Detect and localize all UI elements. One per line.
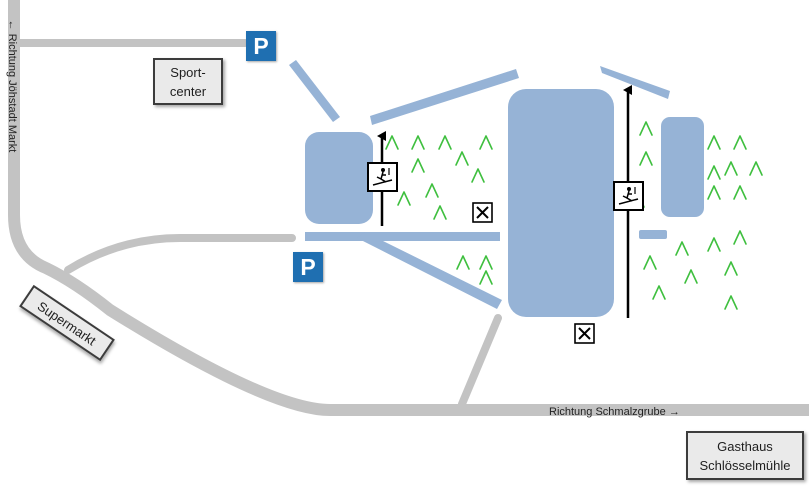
tree-icon bbox=[385, 135, 399, 150]
tree-icon bbox=[643, 255, 657, 270]
tree-icon bbox=[411, 158, 425, 173]
gasthaus-label-line1: Gasthaus bbox=[717, 438, 773, 454]
path-diagonal bbox=[357, 232, 502, 309]
tree-icon bbox=[639, 121, 653, 136]
path-horizontal bbox=[305, 232, 500, 241]
tree-icon bbox=[707, 237, 721, 252]
ski-lifts bbox=[367, 85, 644, 318]
tree-icon bbox=[724, 261, 738, 276]
trees bbox=[385, 121, 763, 310]
tree-icon bbox=[411, 135, 425, 150]
tree-icon bbox=[652, 285, 666, 300]
tree-icon bbox=[684, 269, 698, 284]
tree-icon bbox=[438, 135, 452, 150]
tree-icon bbox=[455, 151, 469, 166]
road-left-label: ← Richtung Jöhstadt Markt bbox=[6, 19, 18, 153]
tree-icon bbox=[433, 205, 447, 220]
tree-icon bbox=[479, 135, 493, 150]
tree-icon bbox=[639, 151, 653, 166]
tree-icon bbox=[675, 241, 689, 256]
tree-icon bbox=[707, 185, 721, 200]
sportcenter-label-line1: Sport- bbox=[170, 64, 206, 80]
tree-icon bbox=[707, 135, 721, 150]
tree-icon bbox=[425, 183, 439, 198]
road-bottom-label: Richtung Schmalzgrube → bbox=[549, 406, 680, 418]
road-connector bbox=[458, 314, 502, 408]
gasthaus-label-line2: Schlösselmühle bbox=[699, 457, 791, 473]
slope-left bbox=[305, 132, 373, 224]
tree-icon bbox=[397, 191, 411, 206]
slope-right bbox=[661, 117, 704, 217]
ski-lift-icon bbox=[613, 181, 644, 211]
tree-icon bbox=[733, 185, 747, 200]
slope-link-small bbox=[639, 230, 667, 239]
path-to-parking bbox=[289, 60, 340, 122]
slope-main bbox=[508, 89, 614, 317]
tree-icon bbox=[724, 161, 738, 176]
tree-icon bbox=[749, 161, 763, 176]
tree-icon bbox=[456, 255, 470, 270]
path-upper-right bbox=[600, 66, 670, 99]
road-parking bbox=[64, 234, 296, 274]
tree-icon bbox=[733, 135, 747, 150]
parking-icon: P bbox=[293, 252, 323, 282]
road-left bbox=[8, 0, 809, 416]
gasthaus-box[interactable]: Gasthaus Schlösselmühle bbox=[686, 431, 804, 480]
restaurant-icon bbox=[574, 323, 595, 344]
tree-icon bbox=[471, 168, 485, 183]
sportcenter-label-line2: center bbox=[169, 83, 207, 99]
parking-icon: P bbox=[246, 31, 276, 61]
ski-lift-icon bbox=[367, 162, 398, 192]
slopes bbox=[289, 60, 704, 317]
tree-icon bbox=[707, 165, 721, 180]
tree-icon bbox=[733, 230, 747, 245]
tree-icon bbox=[479, 270, 493, 285]
path-upper-left bbox=[370, 69, 519, 125]
roads bbox=[8, 0, 809, 416]
sportcenter-box[interactable]: Sport- center bbox=[153, 58, 223, 105]
tree-icon bbox=[479, 255, 493, 270]
restaurant-icon bbox=[472, 202, 493, 223]
tree-icon bbox=[724, 295, 738, 310]
